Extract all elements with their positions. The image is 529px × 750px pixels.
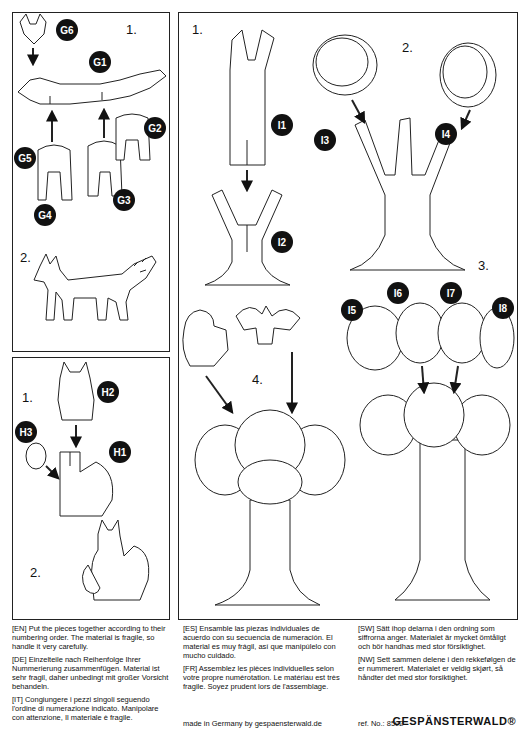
part-callout: I4 — [435, 123, 457, 145]
arrow — [291, 352, 293, 412]
callout-number: I3 — [321, 135, 329, 146]
arrow — [454, 366, 458, 392]
callout-number: G4 — [38, 210, 51, 221]
foliage-piece — [396, 303, 444, 363]
tree-trunk — [350, 118, 465, 270]
part-callout: G6 — [56, 19, 78, 41]
callout-number: I2 — [278, 237, 286, 248]
arrow — [51, 112, 53, 142]
step-number: 1. — [22, 390, 33, 405]
fox-piece-small — [183, 310, 228, 366]
part-callout: G4 — [34, 204, 56, 226]
fox-head-piece — [20, 14, 46, 44]
part-callout: I2 — [271, 231, 293, 253]
fox-leg-piece — [38, 145, 72, 200]
slot — [50, 96, 51, 104]
foliage-piece — [313, 35, 377, 95]
part-callout: I6 — [387, 282, 409, 304]
arrow — [422, 366, 424, 392]
arrow — [46, 466, 58, 478]
instruction-text: [EN] Put the pieces together according t… — [12, 624, 170, 651]
step-number: 4. — [252, 372, 263, 387]
slot — [247, 140, 248, 165]
arrow — [352, 100, 364, 122]
instruction-text: [IT] Congiungere i pezzi singoli seguend… — [12, 695, 170, 722]
arrow — [103, 110, 105, 138]
slot — [102, 92, 103, 100]
fox-assembled — [34, 254, 156, 320]
squirrel-tail-assembled — [82, 565, 100, 594]
part-callout: G2 — [144, 117, 166, 139]
part-callout: I8 — [492, 297, 514, 319]
squirrel-piece-small — [236, 306, 300, 344]
part-callout: G5 — [14, 147, 36, 169]
callout-number: H3 — [20, 427, 33, 438]
foliage-crown — [238, 460, 302, 504]
foliage-piece — [316, 38, 368, 86]
instruction-text: [DE] Einzelteile nach Reihenfolge Ihrer … — [12, 655, 170, 691]
arrow — [246, 170, 248, 190]
step-panel: 1. 2. 3. 4. I1I2 I3 I4I5 I6 I7I8 — [178, 12, 518, 620]
fox-body-piece — [18, 70, 166, 104]
foliage-piece — [440, 43, 496, 107]
part-callout: I3 — [314, 129, 336, 151]
foliage-crown — [404, 383, 464, 447]
step-number: 2. — [20, 250, 31, 265]
tree-trunk — [215, 500, 320, 605]
callout-number: G3 — [117, 195, 130, 206]
callout-number: G2 — [148, 123, 161, 134]
foliage-piece — [443, 46, 487, 98]
step-number: 1. — [126, 22, 137, 37]
step-panel: 1. 2. H2H3H1 — [12, 357, 170, 620]
step-panel: 1. 2. G6G1G2G5G3G4 — [12, 12, 170, 352]
squirrel-top-piece — [58, 362, 94, 420]
step-number: 3. — [478, 258, 489, 273]
arrow — [462, 110, 470, 128]
brand-logo: GESPÄNSTERWALD® — [392, 715, 516, 727]
callout-number: I7 — [447, 288, 455, 299]
part-callout: H2 — [97, 381, 119, 403]
foliage-piece — [438, 303, 486, 363]
part-callout: H1 — [109, 441, 131, 463]
part-callout: H3 — [15, 421, 37, 443]
instruction-column: [SW] Sätt ihop delarna i den ordning som… — [358, 624, 516, 686]
footer-text: made in Germany by gespaensterwald.de — [183, 719, 322, 728]
arrow — [206, 376, 232, 412]
callout-number: I8 — [499, 303, 507, 314]
step-number: 2. — [30, 565, 41, 580]
step-number: 2. — [402, 40, 413, 55]
part-callout: I5 — [341, 299, 363, 321]
instruction-column: [ES] Ensamble las piezas individuales de… — [183, 624, 341, 695]
callout-number: H2 — [102, 387, 115, 398]
instruction-text: [SW] Sätt ihop delarna i den ordning som… — [358, 624, 516, 651]
part-callout: I7 — [440, 282, 462, 304]
callout-number: I6 — [394, 288, 402, 299]
callout-number: I4 — [442, 129, 450, 140]
instruction-text: [NW] Sett sammen delene i den rekkefølge… — [358, 655, 516, 682]
callout-number: H1 — [114, 447, 127, 458]
instruction-text: [FR] Assemblez les pièces individuelles … — [183, 664, 341, 691]
tree-trunk — [395, 440, 490, 600]
step-number: 1. — [192, 22, 203, 37]
arrow — [75, 425, 77, 446]
tree-top-piece — [230, 30, 274, 165]
fox-tail-fur — [134, 258, 146, 272]
part-callout: G1 — [89, 51, 111, 73]
callout-number: G6 — [60, 25, 73, 36]
part-callout: G3 — [113, 189, 135, 211]
slot — [70, 452, 71, 466]
callout-number: G5 — [18, 153, 31, 164]
instruction-text: [ES] Ensamble las piezas individuales de… — [183, 624, 341, 660]
instruction-column: [EN] Put the pieces together according t… — [12, 624, 170, 726]
squirrel-tail-piece — [26, 443, 46, 469]
callout-number: G1 — [93, 57, 106, 68]
callout-number: I1 — [278, 120, 286, 131]
part-callout: I1 — [271, 114, 293, 136]
arrow — [32, 48, 34, 64]
callout-number: I5 — [348, 305, 356, 316]
squirrel-base-piece — [60, 452, 113, 516]
slot — [247, 225, 248, 252]
